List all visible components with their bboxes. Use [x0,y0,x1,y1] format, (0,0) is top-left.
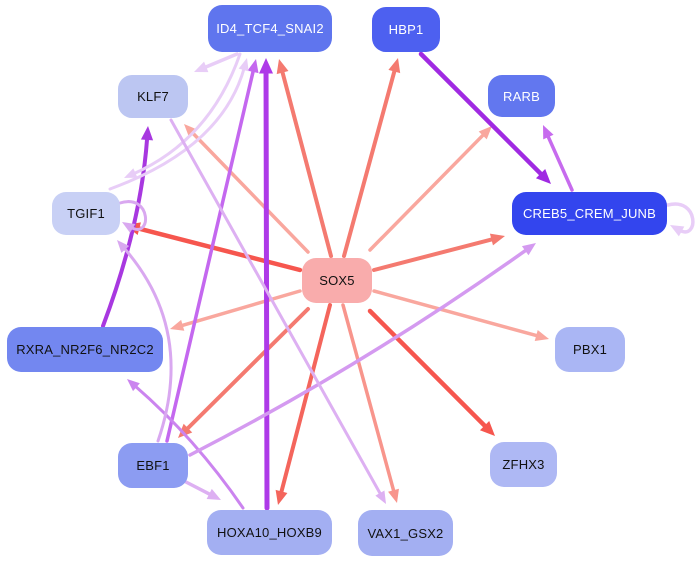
edge-ID4_TCF4_SNAI2-KLF7-arrowhead [194,61,209,73]
node-id4-tcf4-snai2[interactable]: ID4_TCF4_SNAI2 [208,5,332,52]
edge-TGIF1-ID4_TCF4_SNAI2[interactable] [108,66,246,191]
edge-SOX5-HOXA10_HOXB9[interactable] [278,303,332,497]
edge-ID4_TCF4_SNAI2-TGIF1-arrowhead [124,168,138,178]
edge-EBF1-ID4_TCF4_SNAI2[interactable] [165,67,256,443]
edge-TGIF1-TGIF1[interactable] [118,200,148,231]
edge-SOX5-ZFHX3[interactable] [367,308,489,430]
edge-TGIF1-ID4_TCF4_SNAI2-arrowhead [238,58,249,72]
edge-SOX5-EBF1[interactable] [183,307,310,433]
edge-SOX5-RARB-arrowhead [478,126,492,140]
edge-SOX5-PBX1-arrowhead [534,330,549,341]
edge-SOX5-ID4_TCF4_SNAI2[interactable] [279,67,333,258]
edge-EBF1-CREB5_CREM_JUNB-arrowhead [521,243,536,256]
edge-SOX5-RXRA_NR2F6_NR2C2-arrowhead [170,319,185,331]
edge-SOX5-PBX1[interactable] [372,289,541,338]
node-rarb[interactable]: RARB [488,75,555,117]
edge-SOX5-HBP1-arrowhead [388,58,401,74]
edge-EBF1-ID4_TCF4_SNAI2-arrowhead [247,59,259,74]
edge-SOX5-ZFHX3-arrowhead [479,420,495,436]
node-vax1-gsx2[interactable]: VAX1_GSX2 [358,510,453,556]
edge-KLF7-VAX1_GSX2-arrowhead [375,490,386,504]
edge-SOX5-KLF7[interactable] [189,129,310,254]
edge-HOXA10_HOXB9-ID4_TCF4_SNAI2-arrowhead [259,58,274,74]
edge-SOX5-RARB[interactable] [368,131,487,252]
edge-EBF1-HOXA10_HOXB9-arrowhead [206,488,221,500]
edge-HOXA10_HOXB9-RXRA_NR2F6_NR2C2[interactable] [133,384,245,510]
edge-KLF7-VAX1_GSX2[interactable] [169,118,383,497]
edge-CREB5_CREM_JUNB-RARB-arrowhead [543,125,554,140]
node-tgif1[interactable]: TGIF1 [52,192,120,235]
edge-SOX5-VAX1_GSX2-arrowhead [388,488,399,503]
edge-EBF1-TGIF1[interactable] [122,246,173,443]
edge-SOX5-ID4_TCF4_SNAI2-arrowhead [276,59,289,75]
edge-SOX5-KLF7-arrowhead [184,124,198,138]
edge-SOX5-VAX1_GSX2[interactable] [341,303,396,495]
edge-SOX5-EBF1-arrowhead [178,423,193,438]
edge-SOX5-HOXA10_HOXB9-arrowhead [275,489,288,505]
edge-EBF1-TGIF1-arrowhead [117,240,130,253]
node-sox5[interactable]: SOX5 [302,258,372,303]
edge-RXRA_NR2F6_NR2C2-KLF7-arrowhead [140,126,154,141]
edge-SOX5-RXRA_NR2F6_NR2C2[interactable] [178,289,302,328]
edge-EBF1-CREB5_CREM_JUNB[interactable] [188,247,530,457]
edge-ID4_TCF4_SNAI2-KLF7[interactable] [202,52,239,70]
edge-SOX5-CREB5_CREM_JUNB[interactable] [372,236,497,272]
edge-SOX5-HBP1[interactable] [342,66,398,258]
edge-CREB5_CREM_JUNB-RARB[interactable] [545,132,574,192]
edge-HOXA10_HOXB9-RXRA_NR2F6_NR2C2-arrowhead [127,379,140,392]
edge-CREB5_CREM_JUNB-CREB5_CREM_JUNB-arrowhead [670,225,685,237]
node-ebf1[interactable]: EBF1 [118,443,188,488]
edge-CREB5_CREM_JUNB-CREB5_CREM_JUNB[interactable] [666,202,695,234]
edge-SOX5-TGIF1[interactable] [134,225,303,273]
edge-TGIF1-TGIF1-arrowhead [122,222,136,233]
edge-EBF1-HOXA10_HOXB9[interactable] [184,480,214,497]
edge-HBP1-CREB5_CREM_JUNB[interactable] [418,51,545,178]
node-hbp1[interactable]: HBP1 [372,7,440,52]
node-creb5-crem-junb[interactable]: CREB5_CREM_JUNB [512,192,667,235]
node-klf7[interactable]: KLF7 [118,75,188,118]
node-hoxa10-hoxb9[interactable]: HOXA10_HOXB9 [207,510,332,555]
edge-HBP1-CREB5_CREM_JUNB-arrowhead [535,168,551,184]
node-zfhx3[interactable]: ZFHX3 [490,442,557,487]
node-pbx1[interactable]: PBX1 [555,327,625,372]
edge-ID4_TCF4_SNAI2-TGIF1[interactable] [131,52,242,176]
edge-SOX5-CREB5_CREM_JUNB-arrowhead [489,233,505,246]
node-rxra-nr2f6-nr2c2[interactable]: RXRA_NR2F6_NR2C2 [7,327,163,372]
